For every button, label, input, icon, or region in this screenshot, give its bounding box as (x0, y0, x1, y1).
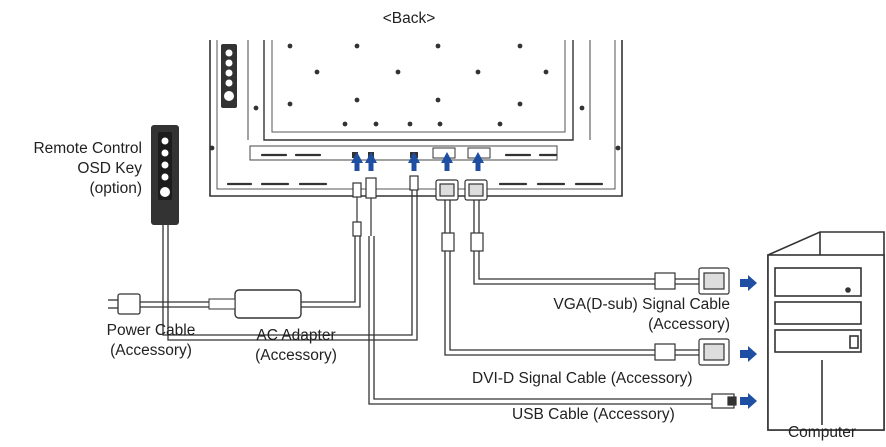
ac-adapter (208, 289, 302, 319)
dvi-cable-label: DVI-D Signal Cable (Accessory) (472, 370, 693, 387)
ac-adapter-label-line1: AC Adapter (256, 327, 336, 344)
remote-control-osd-key (151, 125, 179, 225)
plugs (352, 175, 488, 252)
computer-end-connectors (654, 267, 737, 409)
arrow-icon (472, 152, 484, 171)
arrow-icon (441, 152, 453, 171)
power-cable-label-line2: (Accessory) (110, 342, 192, 359)
page-title: <Back> (382, 10, 436, 27)
vga-cable-label-line2: (Accessory) (648, 316, 730, 333)
remote-label-line3: (option) (89, 180, 142, 197)
arrow-icon (740, 275, 757, 291)
arrow-icon (351, 152, 363, 171)
computer-tower (767, 231, 885, 431)
arrow-icon (365, 152, 377, 171)
monitor-back (209, 40, 623, 197)
vga-cable-label-line1: VGA(D-sub) Signal Cable (553, 296, 730, 313)
usb-cable-label: USB Cable (Accessory) (512, 406, 675, 423)
power-cable-label-line1: Power Cable (106, 322, 196, 339)
plug-icon (108, 293, 141, 315)
ac-adapter-label-line2: (Accessory) (255, 347, 337, 364)
arrow-icon (740, 393, 757, 409)
screw-holes (209, 43, 621, 151)
computer-arrows (740, 275, 757, 409)
port-arrows (351, 152, 484, 171)
remote-label-line1: Remote Control (33, 140, 142, 157)
vent-slots (226, 153, 604, 186)
remote-label-line2: OSD Key (77, 160, 142, 177)
arrow-icon (408, 152, 420, 171)
panel-osd-key (221, 44, 237, 108)
computer-label: Computer (787, 424, 857, 441)
cables (140, 190, 712, 405)
arrow-icon (740, 346, 757, 362)
